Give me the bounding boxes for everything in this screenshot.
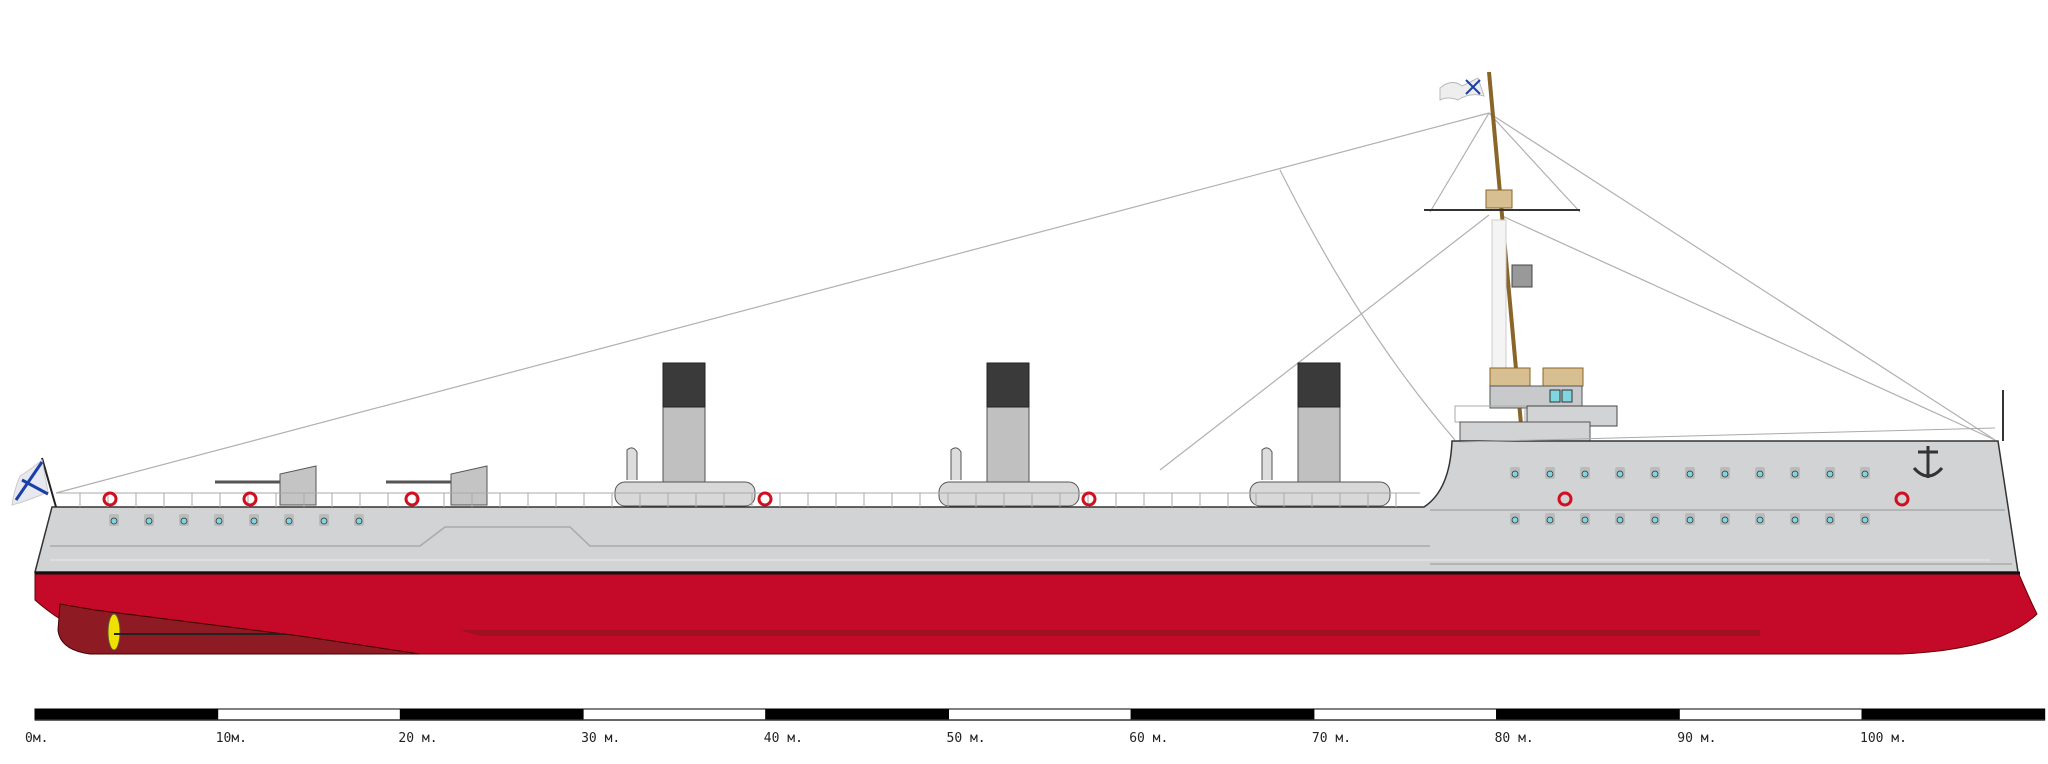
scale-bar: 0м. 10м. 20 м. 30 м. 40 м. 50 м. 60 м. 70 м. 80 … [25, 708, 2046, 746]
porthole [1650, 513, 1660, 525]
scale-segment [1496, 708, 1680, 721]
scale-segment [765, 708, 949, 721]
lifebuoy [1081, 491, 1097, 507]
boat-deck [614, 481, 756, 507]
porthole [1615, 513, 1625, 525]
scale-label: 20 м. [398, 731, 437, 746]
anchor-icon [1912, 446, 1944, 478]
funnel [938, 362, 1080, 507]
porthole [1860, 513, 1870, 525]
scale-segment [948, 708, 1132, 721]
stern-skeg [57, 603, 421, 655]
scale-segment [1678, 708, 1863, 721]
porthole [284, 514, 294, 526]
funnel [1249, 362, 1391, 507]
porthole [179, 514, 189, 526]
porthole [1790, 467, 1800, 479]
porthole [1580, 467, 1590, 479]
porthole [214, 514, 224, 526]
porthole [1545, 467, 1555, 479]
boat-deck [1249, 481, 1391, 507]
scale-label: 60 м. [1129, 731, 1168, 746]
funnel [614, 362, 756, 507]
scale-segment [1313, 708, 1498, 721]
porthole [1510, 513, 1520, 525]
porthole [1720, 513, 1730, 525]
scale-label: 80 м. [1495, 731, 1534, 746]
porthole [1825, 467, 1835, 479]
porthole [144, 514, 154, 526]
porthole [1510, 467, 1520, 479]
lifebuoy [1557, 491, 1573, 507]
porthole [1790, 513, 1800, 525]
gun-shield [279, 465, 317, 506]
scale-segment [399, 708, 584, 721]
funnels [614, 362, 1391, 507]
scale-segment [1130, 708, 1315, 721]
deck-railing [56, 427, 1996, 507]
porthole [1720, 467, 1730, 479]
scale-segment [217, 708, 401, 721]
porthole [1685, 467, 1695, 479]
lifebuoys [102, 491, 1910, 507]
gun-shield [450, 465, 488, 506]
ventilator [950, 447, 962, 480]
scale-label: 90 м. [1677, 731, 1716, 746]
scale-segment [34, 708, 219, 721]
scale-label: 70 м. [1312, 731, 1351, 746]
scale-label: 0м. [25, 731, 48, 746]
lifebuoy [242, 491, 258, 507]
boat-deck [938, 481, 1080, 507]
porthole [1580, 513, 1590, 525]
hull-side [34, 440, 2019, 573]
scale-segment [582, 708, 767, 721]
porthole [1755, 513, 1765, 525]
deck-gun [386, 465, 488, 506]
porthole [319, 514, 329, 526]
porthole [1615, 467, 1625, 479]
porthole [109, 514, 119, 526]
ventilator [626, 447, 638, 480]
porthole [1860, 467, 1870, 479]
porthole [1825, 513, 1835, 525]
bilge-keel [460, 630, 1760, 636]
scale-label: 50 м. [947, 731, 986, 746]
porthole [1685, 513, 1695, 525]
porthole [354, 514, 364, 526]
ventilator [1261, 447, 1273, 480]
ensign-flag-stern [11, 457, 57, 508]
porthole [1650, 467, 1660, 479]
lifebuoy [1894, 491, 1910, 507]
jack-flag-mast [1439, 77, 1485, 101]
lifebuoy [102, 491, 118, 507]
propeller [107, 613, 121, 651]
scale-label: 100 м. [1860, 731, 1907, 746]
deck-gun [215, 465, 317, 506]
lifebuoy [757, 491, 773, 507]
porthole [249, 514, 259, 526]
scale-segment [1861, 708, 2046, 721]
scale-label: 30 м. [581, 731, 620, 746]
portholes [109, 467, 1870, 526]
scale-label: 10м. [216, 731, 247, 746]
lifebuoy [404, 491, 420, 507]
scale-label: 40 м. [764, 731, 803, 746]
rigging [55, 112, 1996, 494]
porthole [1545, 513, 1555, 525]
sheer-step [50, 509, 2012, 565]
porthole [1755, 467, 1765, 479]
